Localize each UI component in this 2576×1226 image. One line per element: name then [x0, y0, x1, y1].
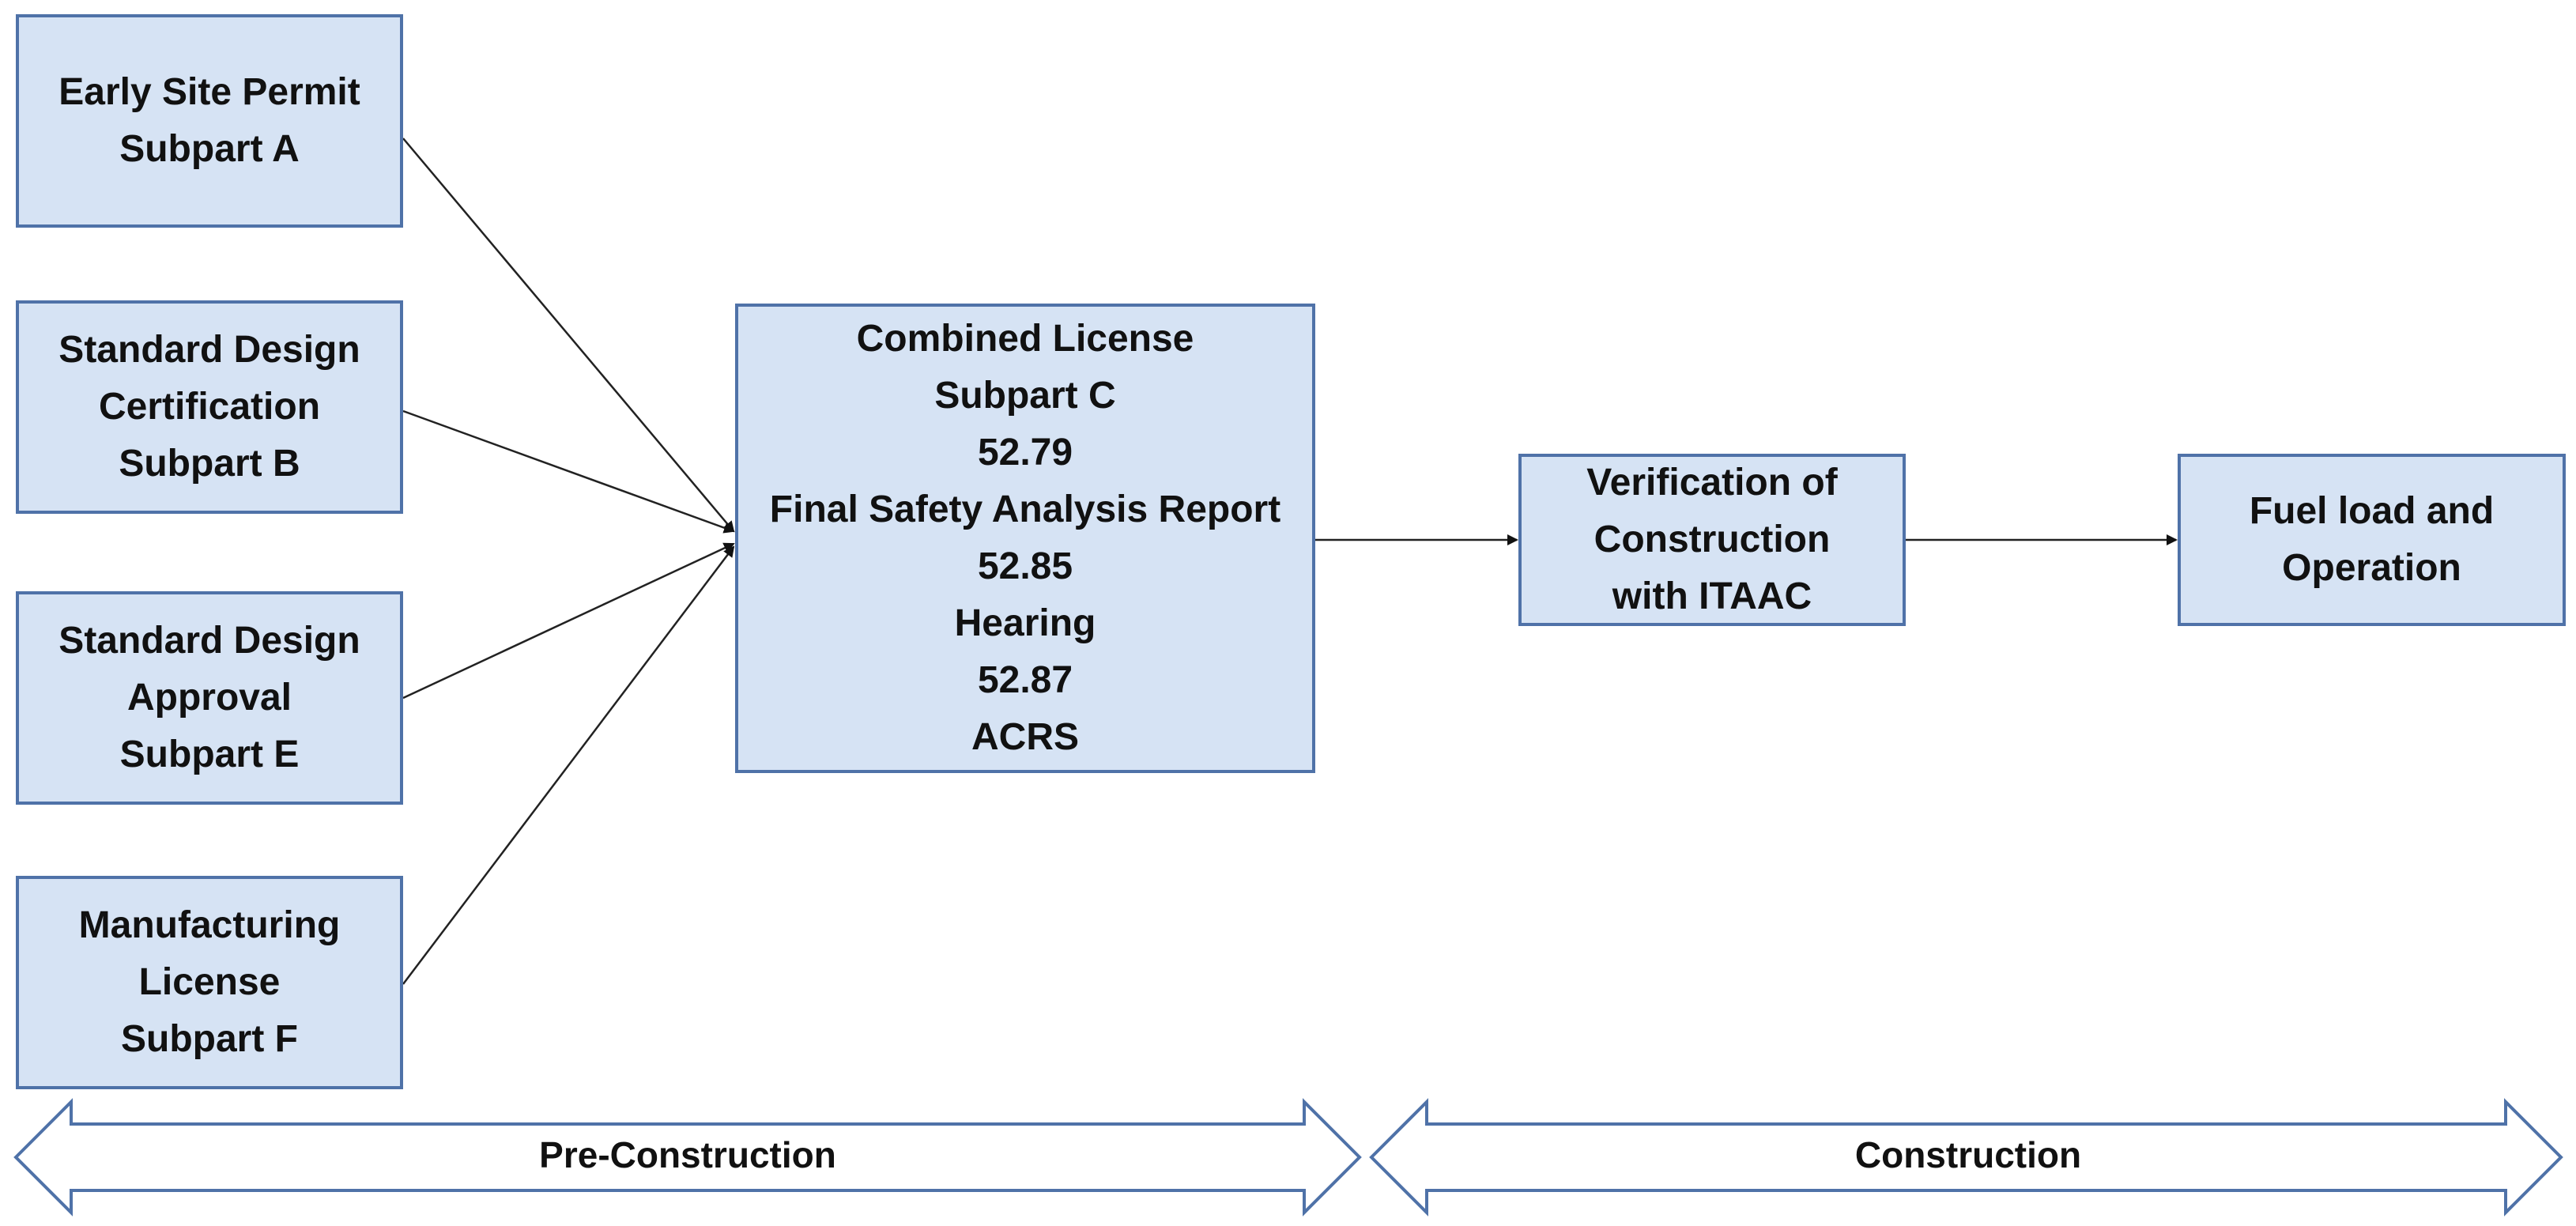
connector-ml-to-col — [402, 545, 735, 985]
verification-itaac-box: Verification of Construction with ITAAC — [1518, 454, 1906, 626]
standard-design-approval-box: Standard Design Approval Subpart E — [16, 591, 403, 805]
col-line-8: ACRS — [971, 716, 1079, 758]
construction-label: Construction — [1854, 1134, 2082, 1175]
fuel-line-1: Fuel load and — [2249, 490, 2495, 532]
col-line-6: Hearing — [954, 602, 1096, 644]
col-line-4: Final Safety Analysis Report — [769, 489, 1281, 530]
construction-band — [1369, 1098, 2563, 1217]
connector-sdc-to-col — [402, 409, 735, 534]
sda-line-3: Subpart E — [119, 734, 300, 775]
verification-line-2: Construction — [1593, 519, 1831, 560]
col-line-2: Subpart C — [934, 375, 1116, 417]
ml-line-1: Manufacturing — [78, 904, 341, 946]
col-line-7: 52.87 — [977, 659, 1073, 701]
col-line-5: 52.85 — [977, 545, 1073, 587]
col-line-3: 52.79 — [977, 432, 1073, 473]
combined-license-box: Combined License Subpart C 52.79 Final S… — [735, 304, 1315, 773]
ml-line-2: License — [138, 961, 281, 1003]
standard-design-certification-box: Standard Design Certification Subpart B — [16, 300, 403, 514]
col-line-1: Combined License — [856, 318, 1194, 360]
early-site-permit-box: Early Site Permit Subpart A — [16, 14, 403, 228]
sdc-line-3: Subpart B — [119, 443, 300, 485]
pre-construction-band — [13, 1098, 1362, 1217]
pre-construction-label: Pre-Construction — [539, 1134, 836, 1175]
fuel-line-2: Operation — [2282, 547, 2461, 589]
fuel-load-operation-box: Fuel load and Operation — [2178, 454, 2566, 626]
manufacturing-license-box: Manufacturing License Subpart F — [16, 876, 403, 1089]
sda-line-2: Approval — [126, 677, 292, 719]
early-site-permit-line-1: Early Site Permit — [58, 71, 360, 113]
verification-line-1: Verification of — [1586, 462, 1838, 504]
sdc-line-2: Certification — [98, 386, 321, 428]
connector-esp-to-col — [402, 138, 735, 533]
ml-line-3: Subpart F — [121, 1018, 298, 1060]
sda-line-1: Standard Design — [58, 620, 360, 662]
verification-line-3: with ITAAC — [1612, 575, 1812, 617]
connector-sda-to-col — [402, 542, 735, 700]
early-site-permit-line-2: Subpart A — [119, 128, 300, 170]
sdc-line-1: Standard Design — [58, 329, 360, 371]
